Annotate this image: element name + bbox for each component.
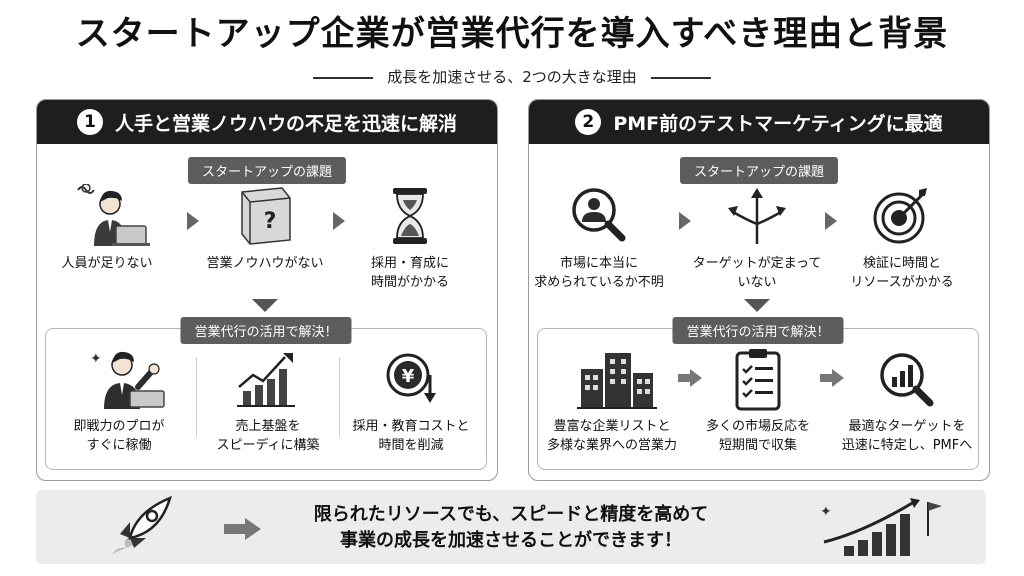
reason-1-issue-1: 人員が足りない bbox=[42, 183, 172, 273]
issue-1-line2: 求められているか不明 bbox=[534, 275, 664, 290]
page-subtitle: 成長を加速させる、2つの大きな理由 bbox=[0, 66, 1024, 87]
svg-text:✦: ✦ bbox=[90, 351, 102, 367]
arrow-right-icon bbox=[245, 518, 261, 540]
solution-3-line1: 採用・教育コストと bbox=[352, 419, 470, 434]
conclusion-text: 限られたリソースでも、スピードと精度を高めて 事業の成長を加速させることができま… bbox=[276, 502, 746, 554]
reason-1-header: 1 人手と営業ノウハウの不足を迅速に解消 bbox=[37, 100, 497, 144]
reason-1-issue-3: 採用・育成に時間がかかる bbox=[345, 184, 475, 292]
growth-chart-icon bbox=[233, 347, 303, 411]
arrow-shaft bbox=[678, 374, 690, 382]
svg-text:¥: ¥ bbox=[402, 366, 415, 387]
reason-1-solution-2: 売上基盤をスピーディに構築 bbox=[203, 347, 333, 455]
page-title: スタートアップ企業が営業代行を導入すべき理由と背景 bbox=[75, 14, 949, 54]
solution-3-line2: 迅速に特定し、PMFへ bbox=[841, 438, 973, 453]
reason-2-solution-2: 多くの市場反応を短期間で収集 bbox=[693, 347, 823, 455]
arrow-right-icon bbox=[333, 212, 345, 230]
issue-3-line2: 時間がかかる bbox=[370, 275, 449, 290]
divider bbox=[339, 357, 340, 437]
issue-3-line2: リソースがかかる bbox=[850, 275, 954, 290]
solution-1-line1: 即戦力のプロが bbox=[73, 419, 165, 434]
solution-1-line2: 多様な業界への営業力 bbox=[546, 438, 677, 453]
reason-2-solution-3: 最適なターゲットを迅速に特定し、PMFへ bbox=[834, 347, 980, 455]
reason-1-solution-3: ¥ 採用・教育コストと時間を削減 bbox=[346, 347, 476, 455]
professional-worker-icon: ✦ bbox=[84, 347, 165, 411]
arrow-down-icon bbox=[744, 299, 770, 312]
issue-2-line1: ターゲットが定まって bbox=[692, 256, 822, 271]
reason-panel-2: 2 PMF前のテストマーケティングに最適 スタートアップの課題 市場に本当に求め… bbox=[528, 99, 990, 481]
reason-2-header: 2 PMF前のテストマーケティングに最適 bbox=[529, 100, 989, 144]
reason-2-number: 2 bbox=[575, 109, 602, 135]
solution-1-line1: 豊富な企業リストと bbox=[553, 419, 671, 434]
divider bbox=[196, 357, 197, 437]
growth-flag-icon: ✦ bbox=[814, 494, 954, 564]
solution-2-line2: スピーディに構築 bbox=[216, 438, 320, 453]
reason-1-solution-1: ✦ 即戦力のプロがすぐに稼働 bbox=[54, 347, 184, 455]
arrow-right-icon bbox=[187, 212, 199, 230]
svg-text:✦: ✦ bbox=[820, 504, 832, 520]
yen-reduction-icon: ¥ bbox=[376, 347, 446, 411]
reason-1-solution-box: 営業代行の活用で解決！ ✦ 即戦力のプロがすぐに稼働 bbox=[45, 317, 487, 470]
reason-panel-1: 1 人手と営業ノウハウの不足を迅速に解消 スタートアップの課題 人員が足りない bbox=[36, 99, 498, 481]
clipboard-checklist-icon bbox=[723, 347, 793, 411]
subtitle-text: 成長を加速させる、2つの大きな理由 bbox=[387, 68, 637, 86]
reason-1-solution-tag: 営業代行の活用で解決！ bbox=[180, 317, 352, 344]
reason-1-heading: 人手と営業ノウハウの不足を迅速に解消 bbox=[114, 112, 457, 135]
solution-2-line1: 多くの市場反応を bbox=[705, 419, 810, 434]
arrow-right-icon bbox=[825, 212, 837, 230]
solution-2-line1: 売上基盤を bbox=[235, 419, 301, 434]
arrow-shaft bbox=[820, 374, 832, 382]
stressed-worker-icon bbox=[72, 183, 150, 248]
divider-left bbox=[313, 76, 374, 79]
arrow-right-icon bbox=[832, 369, 844, 387]
conclusion-banner: 限られたリソースでも、スピードと精度を高めて 事業の成長を加速させることができま… bbox=[36, 490, 986, 564]
conclusion-line-1: 限られたリソースでも、スピードと精度を高めて bbox=[313, 504, 709, 525]
solution-1-line2: すぐに稼働 bbox=[86, 438, 152, 453]
target-icon bbox=[867, 184, 937, 248]
reason-2-solution-box: 営業代行の活用で解決！ bbox=[537, 317, 980, 470]
rocket-icon bbox=[100, 494, 180, 564]
issue-3-line1: 検証に時間と bbox=[862, 256, 941, 271]
user-search-icon bbox=[564, 184, 634, 248]
svg-text:?: ? bbox=[264, 209, 277, 234]
arrow-shaft bbox=[224, 524, 246, 534]
reason-1-issues-tag: スタートアップの課題 bbox=[187, 157, 347, 184]
issue-3-line1: 採用・育成に bbox=[370, 256, 449, 271]
reason-2-solution-tag: 営業代行の活用で解決！ bbox=[672, 317, 844, 344]
buildings-icon bbox=[577, 347, 657, 411]
reason-2-issue-2: ターゲットが定まっていない bbox=[692, 184, 822, 292]
solution-3-line1: 最適なターゲットを bbox=[848, 419, 966, 434]
issue-1-label: 人員が足りない bbox=[61, 256, 153, 271]
solution-3-line2: 時間を削減 bbox=[378, 438, 444, 453]
arrow-right-icon bbox=[690, 369, 702, 387]
arrow-down-icon bbox=[252, 299, 278, 312]
issue-2-line2: いない bbox=[737, 275, 777, 290]
reason-2-solution-1: 豊富な企業リストと多様な業界への営業力 bbox=[542, 347, 682, 455]
diverging-arrows-icon bbox=[722, 184, 792, 248]
arrow-right-icon bbox=[679, 212, 691, 230]
reason-2-heading: PMF前のテストマーケティングに最適 bbox=[613, 112, 943, 135]
issue-1-line1: 市場に本当に bbox=[559, 256, 638, 271]
reason-2-issues-tag: スタートアップの課題 bbox=[679, 157, 839, 184]
reason-2-issue-3: 検証に時間とリソースがかかる bbox=[837, 184, 967, 292]
hourglass-icon bbox=[375, 184, 445, 248]
question-book-icon: ? bbox=[230, 184, 300, 248]
reason-1-number: 1 bbox=[76, 109, 103, 135]
reason-2-issue-1: 市場に本当に求められているか不明 bbox=[534, 184, 664, 292]
divider-right bbox=[650, 76, 711, 79]
solution-2-line2: 短期間で収集 bbox=[718, 438, 797, 453]
issue-2-label: 営業ノウハウがない bbox=[206, 256, 324, 271]
chart-magnifier-icon bbox=[872, 347, 942, 411]
conclusion-line-2: 事業の成長を加速させることができます！ bbox=[340, 530, 682, 551]
reason-1-issue-2: ? 営業ノウハウがない bbox=[200, 184, 330, 273]
